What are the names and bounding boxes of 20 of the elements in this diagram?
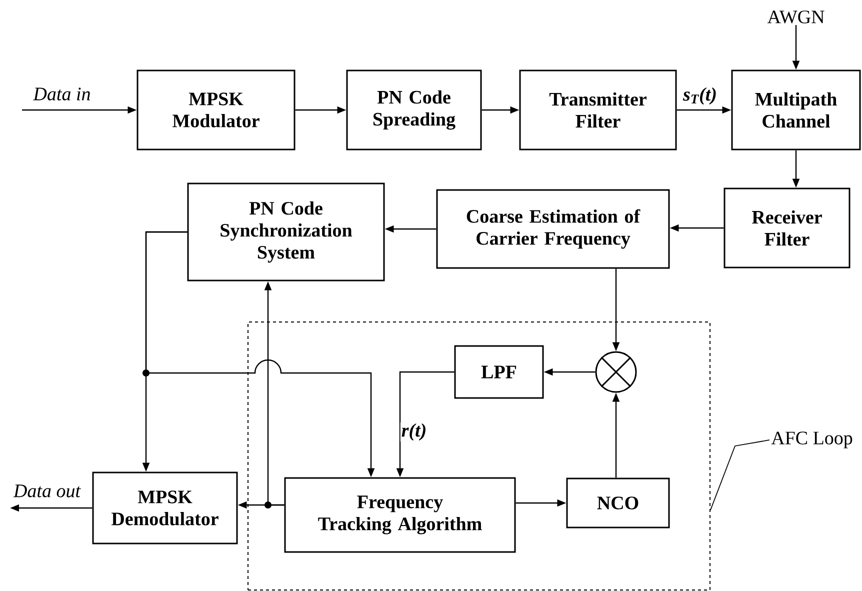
process-box: PN Code Synchronization System [187, 182, 385, 282]
process-box: Frequency Tracking Algorithm [284, 477, 516, 553]
loop-label: AFC Loop [771, 432, 852, 448]
process-box: MPSK Demodulator [92, 472, 238, 544]
process-box: Receiver Filter [724, 188, 850, 268]
leader-line [710, 440, 770, 510]
signal-label: AWGN [767, 10, 824, 24]
process-box: Transmitter Filter [519, 70, 677, 150]
process-box: PN Code Spreading [346, 70, 482, 150]
edge-label: r(t) [400, 422, 428, 442]
process-box: Coarse Estimation of Carrier Frequency [436, 189, 670, 269]
process-box: LPF [454, 345, 544, 399]
edge-label: Data out [12, 484, 82, 498]
process-box: MPSK Modulator [136, 70, 296, 150]
loop-boundary [248, 322, 710, 590]
mixer-symbol [595, 351, 637, 393]
process-box: Multipath Channel [731, 70, 861, 150]
edge-label: Data in [32, 86, 92, 102]
edge-label: s$_{T}$(t) [682, 86, 718, 106]
process-box: NCO [566, 478, 670, 528]
